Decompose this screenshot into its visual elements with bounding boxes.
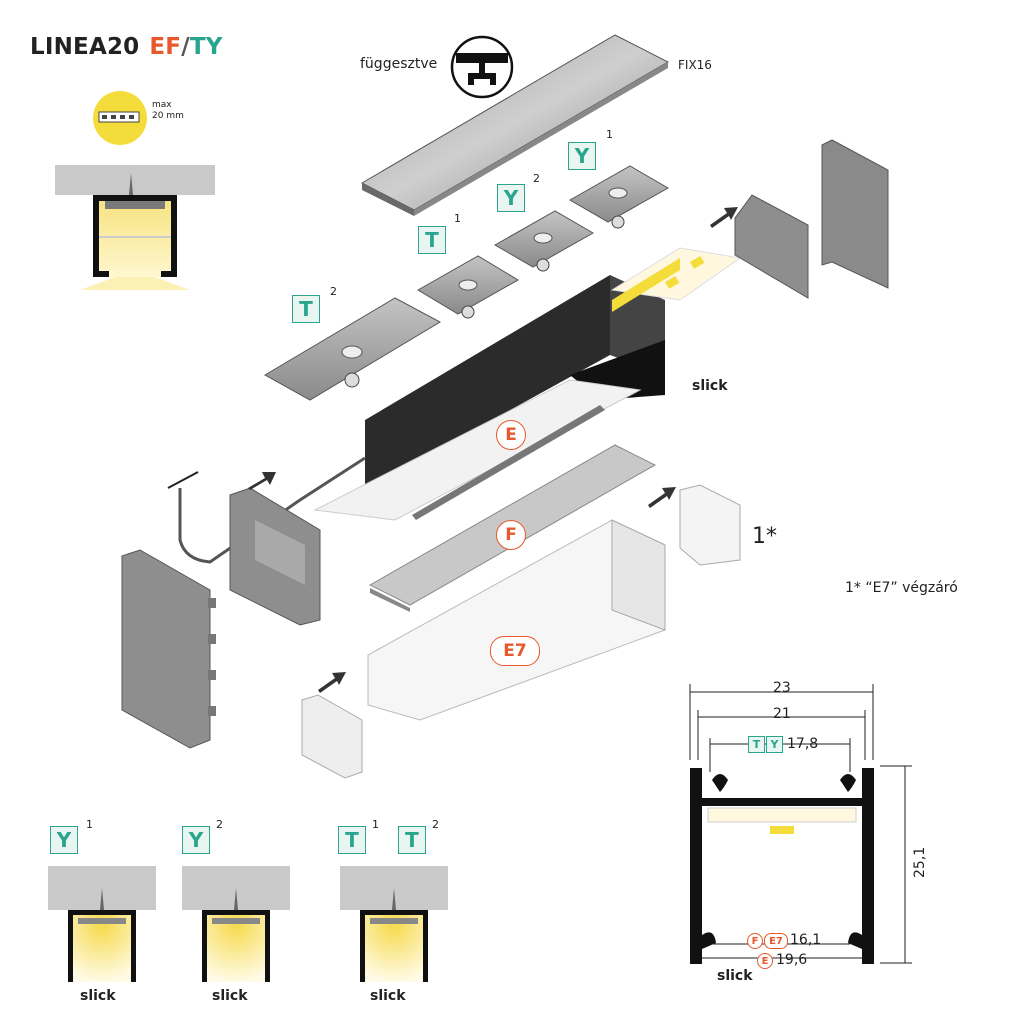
section-y1 [48, 866, 156, 982]
endcap-ref: 1* [752, 524, 777, 549]
suspended-label: függesztve [360, 56, 438, 72]
bottom-tag-y1: Y [50, 826, 78, 854]
tag-y2-sup: 2 [533, 172, 540, 185]
dim-e-width: 19,6 [776, 952, 808, 968]
fix16-rail [360, 34, 670, 216]
section-y2 [182, 866, 290, 982]
dimension-drawing [689, 684, 912, 964]
label-f: F [496, 520, 526, 550]
variant-ty: TY [189, 34, 223, 60]
dim-tag-e: E [757, 953, 773, 969]
e-profile [313, 275, 665, 521]
dim-mount-width: 17,8 [787, 736, 819, 752]
variant-ef: EF [149, 34, 182, 60]
suspended-mount-icon [450, 35, 514, 99]
tag-y2: Y [497, 184, 525, 212]
tag-t1-sup: 1 [454, 212, 461, 225]
dim-tag-t: T [748, 736, 765, 753]
dim-inner-width: 21 [773, 706, 791, 722]
bottom-tag-t2: T [398, 826, 426, 854]
end-cap-large [121, 549, 216, 749]
y1-bracket [568, 165, 670, 229]
y2-bracket [493, 210, 595, 272]
tag-y1: Y [568, 142, 596, 170]
dim-tag-f: F [747, 933, 763, 949]
t2-bracket [263, 297, 442, 401]
led-max-label: max [152, 100, 172, 110]
endcap-note: 1* “E7” végzáró [845, 580, 958, 596]
bottom-tag-t1-sup: 1 [372, 818, 379, 831]
bottom-sections [48, 866, 448, 982]
dim-diffuser-width: 16,1 [790, 932, 822, 948]
bottom-brand-3: slick [370, 988, 406, 1004]
assembly-arrows [248, 207, 738, 693]
bottom-brand-1: slick [80, 988, 116, 1004]
fix16-label: FIX16 [678, 58, 712, 72]
end-cap-left-cable [167, 456, 366, 626]
dim-height: 25,1 [912, 846, 928, 878]
led-width-label: 20 mm [152, 111, 184, 121]
section-t [340, 866, 448, 982]
tag-t2-sup: 2 [330, 285, 337, 298]
e7-cover [367, 519, 666, 721]
led-strip-icon [93, 91, 147, 145]
bottom-tag-y2: Y [182, 826, 210, 854]
profile-section [690, 768, 874, 964]
bottom-brand-2: slick [212, 988, 248, 1004]
tag-y1-sup: 1 [606, 128, 613, 141]
dim-brand: slick [717, 968, 753, 984]
e7-front-cap [301, 694, 363, 779]
dim-outer-width: 23 [773, 680, 791, 696]
product-name: LINEA20 [30, 34, 140, 60]
dim-tag-e7: E7 [764, 933, 788, 949]
label-e: E [496, 420, 526, 450]
product-title: LINEA20 EF/TY [30, 34, 223, 60]
bottom-tag-y2-sup: 2 [216, 818, 223, 831]
bottom-tag-t1: T [338, 826, 366, 854]
label-e7: E7 [490, 636, 540, 666]
tag-t1: T [418, 226, 446, 254]
section-preview [55, 165, 215, 290]
bottom-tag-y1-sup: 1 [86, 818, 93, 831]
t1-bracket [417, 255, 519, 319]
variant-slash: / [181, 34, 190, 60]
brand-logo: slick [692, 378, 728, 394]
tag-t2: T [292, 295, 320, 323]
dim-tag-y: Y [766, 736, 783, 753]
e7-end-cap [679, 484, 741, 566]
end-cap-right [734, 139, 889, 299]
bottom-tag-t2-sup: 2 [432, 818, 439, 831]
